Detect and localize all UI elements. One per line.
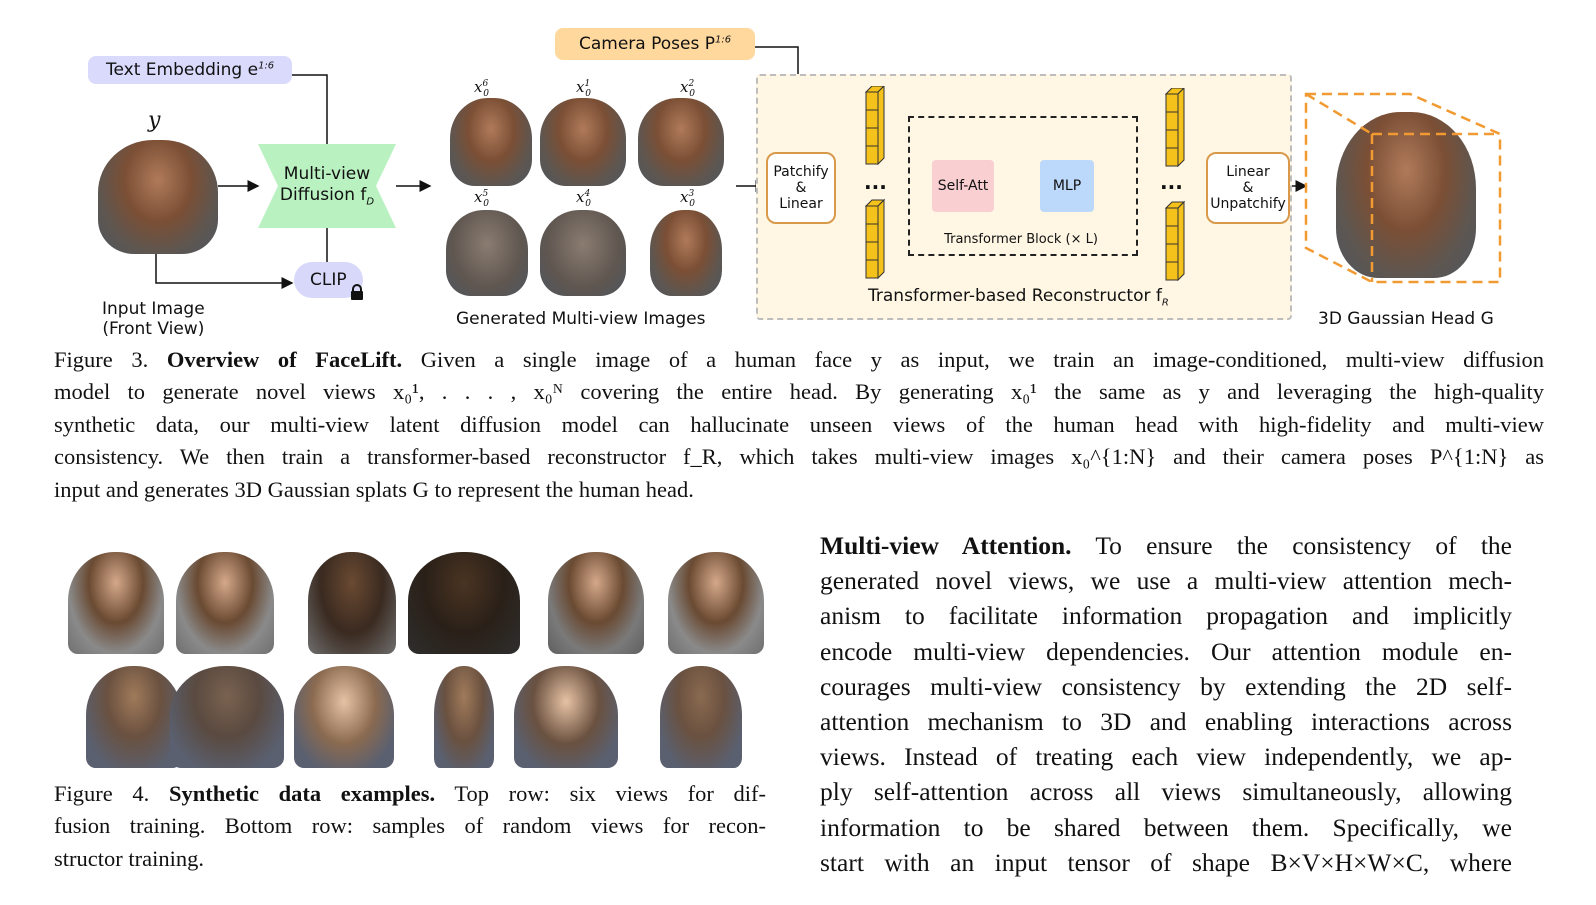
gaussian-head-image — [1336, 112, 1476, 278]
diffusion-block — [258, 144, 396, 228]
gaussian-caption: 3D Gaussian Head G — [1318, 309, 1494, 329]
section-text-0: To ensure the consistency of the — [1095, 531, 1512, 560]
transformer-block — [908, 116, 1138, 256]
transformer-block-label: Transformer Block (× L) — [944, 232, 1098, 247]
lock-icon — [350, 284, 364, 300]
caption3-text-1: Given a single image of a human face y a… — [420, 347, 1544, 372]
camera-poses-pill: Camera Poses P1:6 — [555, 28, 756, 60]
figure-4-caption: Figure 4. Synthetic data examples. Top r… — [54, 778, 766, 875]
caption3-label: Figure 3. — [54, 347, 149, 372]
section-heading: Multi-view Attention. — [820, 531, 1072, 560]
section-line: start with an input tensor of shape B×V×… — [820, 847, 1512, 877]
camera-poses-sup: 1:6 — [715, 34, 732, 46]
section-line: generated novel views, we use a multi-vi… — [820, 566, 1512, 596]
caption4-label: Figure 4. — [54, 781, 150, 806]
synthetic-sample-image — [308, 552, 396, 654]
diffusion-line2: Diffusion f — [279, 185, 367, 205]
section-line: courages multi-view consistency by exten… — [820, 671, 1512, 701]
synthetic-sample-image — [68, 552, 164, 654]
synthetic-sample-image — [176, 552, 274, 654]
generated-view-image — [540, 98, 626, 186]
generated-view-image — [540, 210, 626, 296]
output-tokens-stack — [1164, 88, 1186, 282]
synthetic-sample-image — [514, 666, 618, 768]
camera-poses-label: Camera Poses P — [579, 34, 715, 54]
section-line: anism to facilitate information propagat… — [820, 601, 1512, 631]
token-ellipsis-left: ... — [864, 170, 887, 194]
section-line-1: Multi-view Attention. To ensure the cons… — [820, 528, 1512, 563]
input-face-image — [98, 140, 218, 254]
synthetic-sample-image — [434, 666, 494, 768]
figure-4 — [64, 548, 764, 774]
generated-view-image — [650, 210, 722, 296]
input-tokens-stack — [864, 86, 886, 280]
synthetic-sample-image — [170, 666, 284, 768]
caption4-line-3: structor training. — [54, 845, 204, 871]
text-embedding-pill: Text Embedding e1:6 — [88, 56, 293, 84]
input-caption: Input Image (Front View) — [102, 299, 205, 339]
caption4-line-1: Figure 4. Synthetic data examples. Top r… — [54, 778, 766, 810]
synthetic-sample-image — [668, 552, 764, 654]
mlp-label: MLP — [1052, 178, 1082, 194]
generated-caption: Generated Multi-view Images — [456, 309, 706, 329]
caption3-line-5: input and generates 3D Gaussian splats G… — [54, 476, 694, 502]
view-label-top-1: x60 — [474, 78, 489, 99]
caption3-line-3: synthetic data, our multi-view latent di… — [54, 411, 1544, 437]
section-line: information to be shared between them. S… — [820, 812, 1512, 842]
reconstructor-label: Transformer-based Reconstructor fR — [868, 286, 1169, 309]
section-line: views. Instead of treating each view ind… — [820, 742, 1512, 772]
synthetic-sample-image — [294, 666, 394, 768]
unpatchify-box: Linear & Unpatchify — [1206, 152, 1290, 224]
diffusion-label: Multi-view Diffusion fD — [258, 164, 396, 212]
caption3-title: Overview of FaceLift. — [166, 347, 403, 372]
view-label-top-2: x10 — [576, 78, 591, 99]
generated-view-image — [450, 98, 532, 186]
view-label-bottom-1: x50 — [474, 188, 489, 209]
figure-3: Text Embedding e1:6 Camera Poses P1:6 y … — [0, 0, 1596, 340]
self-att-label: Self-Att — [937, 178, 989, 194]
caption3-line-1: Figure 3. Overview of FaceLift. Given a … — [54, 344, 1544, 376]
diffusion-line2-wrap: Diffusion fD — [258, 185, 396, 212]
patchify-box: Patchify & Linear — [766, 152, 836, 224]
token-ellipsis-right: ... — [1160, 170, 1183, 194]
view-label-top-3: x20 — [680, 78, 695, 99]
synthetic-sample-image — [86, 666, 182, 768]
mlp-block: MLP — [1040, 160, 1094, 212]
text-embedding-sup: 1:6 — [258, 60, 275, 72]
view-label-bottom-3: x30 — [680, 188, 695, 209]
reconstructor-region — [756, 74, 1292, 320]
caption4-line-2: fusion training. Bottom row: samples of … — [54, 813, 766, 839]
view-label-bottom-2: x40 — [576, 188, 591, 209]
text-embedding-label: Text Embedding e — [106, 60, 259, 80]
section-line: attention mechanism to 3D and enabling i… — [820, 707, 1512, 737]
generated-view-image — [446, 210, 528, 296]
caption3-line-4: consistency. We then train a transformer… — [54, 444, 1544, 470]
diffusion-sub: D — [366, 196, 375, 208]
figure-3-caption: Figure 3. Overview of FaceLift. Given a … — [54, 344, 1544, 506]
clip-label: CLIP — [310, 270, 347, 290]
section-line: ply self-attention across all views simu… — [820, 777, 1512, 807]
synthetic-sample-image — [548, 552, 644, 654]
caption4-text-1: Top row: six views for dif- — [454, 781, 767, 806]
generated-view-image — [638, 98, 724, 186]
unpatchify-text: Linear & Unpatchify — [1210, 164, 1286, 212]
diffusion-line1: Multi-view — [283, 164, 371, 184]
section-line: encode multi-view dependencies. Our atte… — [820, 636, 1512, 666]
synthetic-sample-image — [660, 666, 742, 768]
gaussian-cube-outline — [1304, 92, 1502, 284]
self-att-block: Self-Att — [932, 160, 994, 212]
input-caption-line1: Input Image — [102, 299, 205, 319]
caption4-title: Synthetic data examples. — [168, 781, 436, 806]
input-variable: y — [148, 108, 161, 133]
caption3-line-2: model to generate novel views x₀¹, . . .… — [54, 379, 1544, 405]
synthetic-sample-image — [408, 552, 520, 654]
input-caption-line2: (Front View) — [102, 319, 205, 339]
section-multiview-attention: Multi-view Attention. To ensure the cons… — [820, 528, 1512, 880]
patchify-text: Patchify & Linear — [773, 164, 829, 212]
